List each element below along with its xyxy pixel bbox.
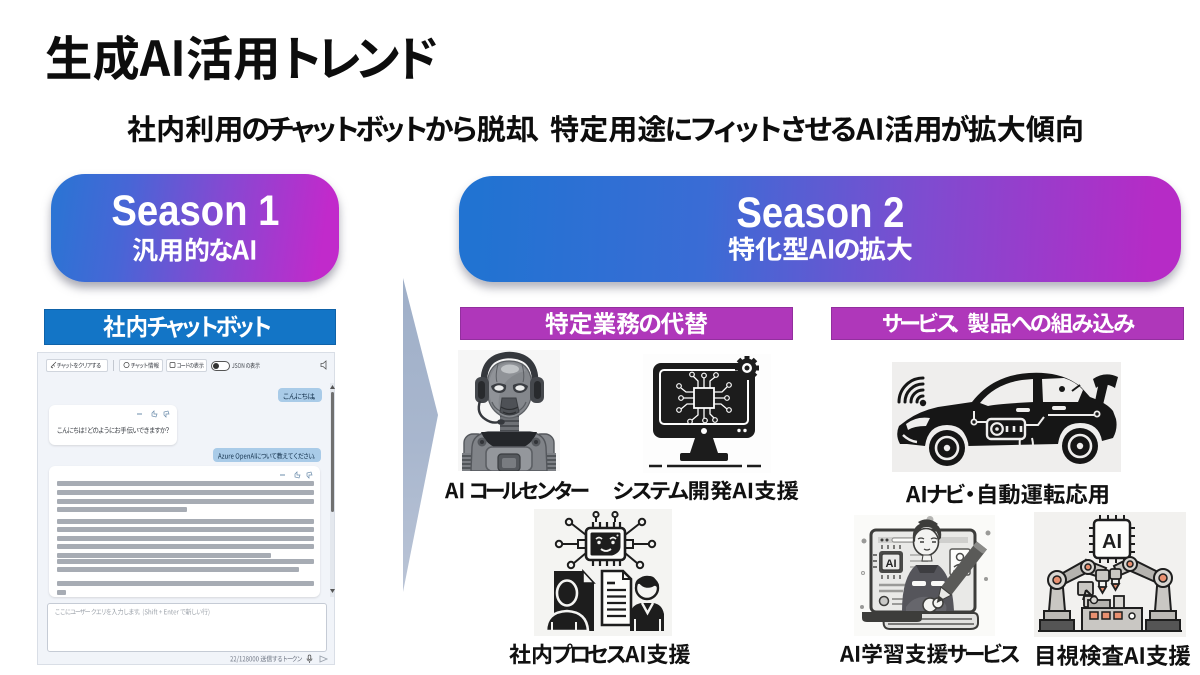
svg-text:AI: AI <box>886 558 897 570</box>
svg-text:AI: AI <box>1102 531 1122 553</box>
